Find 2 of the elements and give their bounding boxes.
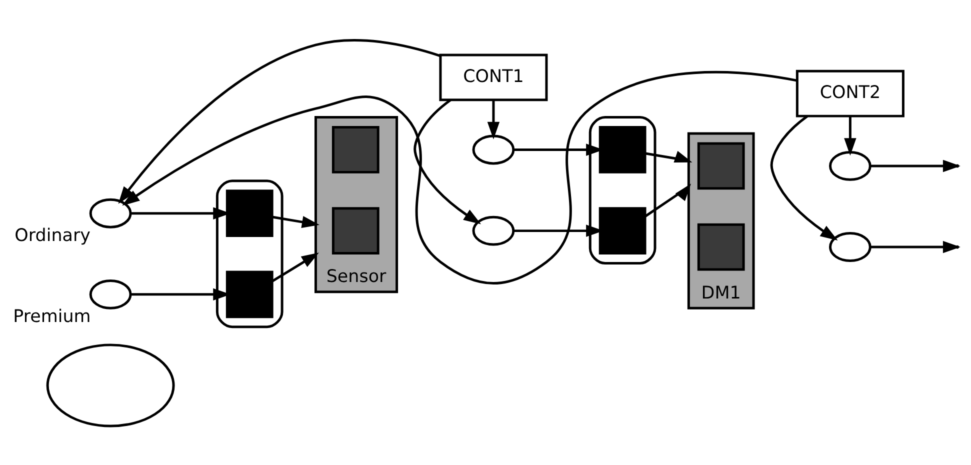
node-label: Premium [13,306,91,327]
node-label: Ordinary [14,226,90,246]
